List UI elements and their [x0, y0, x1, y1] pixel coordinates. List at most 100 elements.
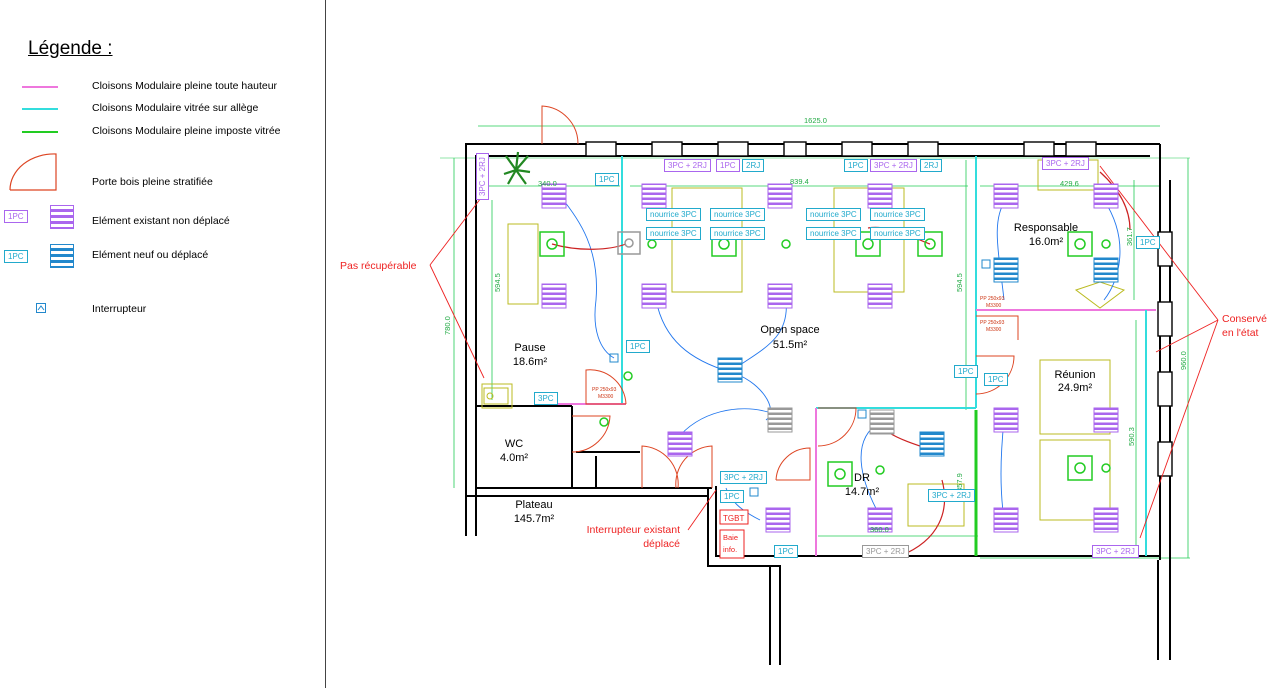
legend-label-new: Elément neuf ou déplacé: [92, 249, 209, 261]
pp-labels: PP 250x93 M3300 PP 250x93 M3300 PP 250x9…: [592, 296, 1005, 400]
baie-info-box: Baie info.: [719, 529, 745, 559]
tag-2rj-top2: 2RJ: [920, 159, 943, 172]
room-plateau-name: Plateau: [515, 499, 552, 511]
tag-nourrice-4: nourrice 3PC: [710, 227, 765, 240]
legend-label-green: Cloisons Modulaire pleine imposte vitrée: [92, 125, 281, 137]
annotation-pas-recup: Pas récupérable: [340, 260, 417, 272]
tgbt-box: TGBT: [719, 509, 749, 525]
door-symbol-icon: [9, 153, 57, 191]
tag-nourrice-2: nourrice 3PC: [710, 208, 765, 221]
tag-2rj-top1: 2RJ: [742, 159, 765, 172]
room-responsable-name: Responsable: [1014, 222, 1078, 234]
existing-outlet-icon: [50, 205, 74, 229]
dim-pause-h: 594.5: [493, 273, 502, 292]
floor-boxes: [539, 231, 1111, 487]
dim-resp-w: 429.6: [1060, 179, 1079, 188]
legend-label-door: Porte bois pleine stratifiée: [92, 176, 213, 188]
furniture: [481, 159, 1126, 527]
tag-1pc-os: 1PC: [626, 340, 650, 353]
tag-nourrice-1: nourrice 3PC: [646, 208, 701, 221]
pp-label-3a: PP 250x93: [980, 296, 1005, 302]
moved-outlets: [717, 257, 1119, 457]
tag-nourrice-6: nourrice 3PC: [870, 208, 925, 221]
dimension-labels: 1625.0 340.0 839.4 429.6 360.0 780.0 594…: [443, 116, 1188, 534]
windows: [585, 141, 1173, 477]
annotation-interrupteur-1: Interrupteur existant: [587, 524, 680, 536]
sink-icon: [483, 387, 509, 405]
tag-nourrice-5: nourrice 3PC: [806, 208, 861, 221]
dim-left: 780.0: [443, 316, 452, 335]
dim-reunion-h: 590.3: [1127, 427, 1136, 446]
room-reunion-area: 24.9m²: [1058, 382, 1093, 394]
pp-label-1a: PP 250x93: [592, 387, 617, 393]
legend-label-switch: Interrupteur: [92, 303, 147, 315]
dim-top: 1625.0: [804, 116, 827, 125]
room-plateau-area: 145.7m²: [514, 513, 555, 525]
switch-icon: [36, 303, 46, 313]
tag-1pc-top2: 1PC: [844, 159, 868, 172]
grey-outlets: [767, 407, 895, 435]
pp-label-1b: M3300: [598, 394, 614, 400]
existing-outlets: [541, 183, 1119, 533]
dim-open-w: 839.4: [790, 177, 809, 186]
room-openspace-area: 51.5m²: [773, 339, 808, 351]
tag-nourrice-8: nourrice 3PC: [870, 227, 925, 240]
pp-label-3b: M3300: [986, 303, 1002, 309]
tag-1pc-right: 1PC: [1136, 236, 1160, 249]
room-pause-area: 18.6m²: [513, 356, 548, 368]
legend-label-pink: Cloisons Modulaire pleine toute hauteur: [92, 80, 278, 92]
room-dr-name: DR: [854, 472, 870, 484]
grey-box: [617, 231, 641, 255]
legend-swatch-green: [22, 131, 58, 133]
tag-3pc2rj-left: 3PC + 2RJ: [476, 153, 489, 200]
legend-tag-existing: 1PC: [4, 210, 28, 223]
tag-1pc-os-right: 1PC: [954, 365, 978, 378]
tag-nourrice-3: nourrice 3PC: [646, 227, 701, 240]
tag-3pc2rj-top2: 3PC + 2RJ: [870, 159, 917, 172]
floor-plan: TGBT Baie info. PP 250x93 M3300 PP 250x9…: [340, 105, 1267, 665]
plant-icon: [503, 151, 531, 185]
tag-1pc-bottom: 1PC: [774, 545, 798, 558]
dim-resp-h: 361.7: [1125, 227, 1134, 246]
room-wc-name: WC: [505, 438, 523, 450]
tag-3pc2rj-reunion: 3PC + 2RJ: [1092, 545, 1139, 558]
doors: [541, 105, 1019, 489]
legend-panel: Légende : Cloisons Modulaire pleine tout…: [0, 0, 326, 688]
room-pause-name: Pause: [514, 342, 545, 354]
legend-tag-new: 1PC: [4, 250, 28, 263]
tgbt-label: TGBT: [723, 514, 744, 523]
room-wc-area: 4.0m²: [500, 452, 528, 464]
dim-right: 960.0: [1179, 351, 1188, 370]
legend-swatch-pink: [22, 86, 58, 88]
dim-pause-w: 340.0: [538, 179, 557, 188]
baie-label-1: Baie: [723, 533, 738, 542]
annotation-interrupteur-2: déplacé: [643, 538, 680, 550]
switch-markers: [609, 259, 991, 497]
tag-3pc2rj-top1: 3PC + 2RJ: [664, 159, 711, 172]
legend-title: Légende :: [28, 38, 113, 59]
legend-label-existing: Elément existant non déplacé: [92, 215, 230, 227]
room-openspace-name: Open space: [760, 324, 819, 336]
tag-1pc-top1: 1PC: [716, 159, 740, 172]
tag-1pc-pause: 1PC: [595, 173, 619, 186]
dim-dr-w: 360.0: [870, 525, 889, 534]
annotation-conserve-2: en l'état: [1222, 327, 1259, 339]
room-labels: Pause 18.6m² Open space 51.5m² Responsab…: [500, 222, 1096, 525]
baie-label-2: info.: [723, 545, 737, 554]
annotations: Pas récupérable Conservé en l'état Inter…: [340, 260, 1267, 550]
tag-3pc-pause: 3PC: [534, 392, 558, 405]
annotation-leaders: [429, 165, 1219, 539]
tag-3pc2rj-bottom: 3PC + 2RJ: [862, 545, 909, 558]
room-reunion-name: Réunion: [1055, 369, 1096, 381]
tag-1pc-desk: 1PC: [720, 490, 744, 503]
tag-3pc2rj-dr: 3PC + 2RJ: [928, 489, 975, 502]
dim-dr-h: 357.9: [955, 473, 964, 492]
room-dr-area: 14.7m²: [845, 486, 880, 498]
pp-label-2a: PP 250x93: [980, 320, 1005, 326]
tag-3pc2rj-resp: 3PC + 2RJ: [1042, 157, 1089, 170]
new-outlet-icon: [50, 244, 74, 268]
annotation-conserve-1: Conservé: [1222, 313, 1267, 325]
tag-nourrice-7: nourrice 3PC: [806, 227, 861, 240]
legend-swatch-cyan: [22, 108, 58, 110]
tag-1pc-reunion: 1PC: [984, 373, 1008, 386]
